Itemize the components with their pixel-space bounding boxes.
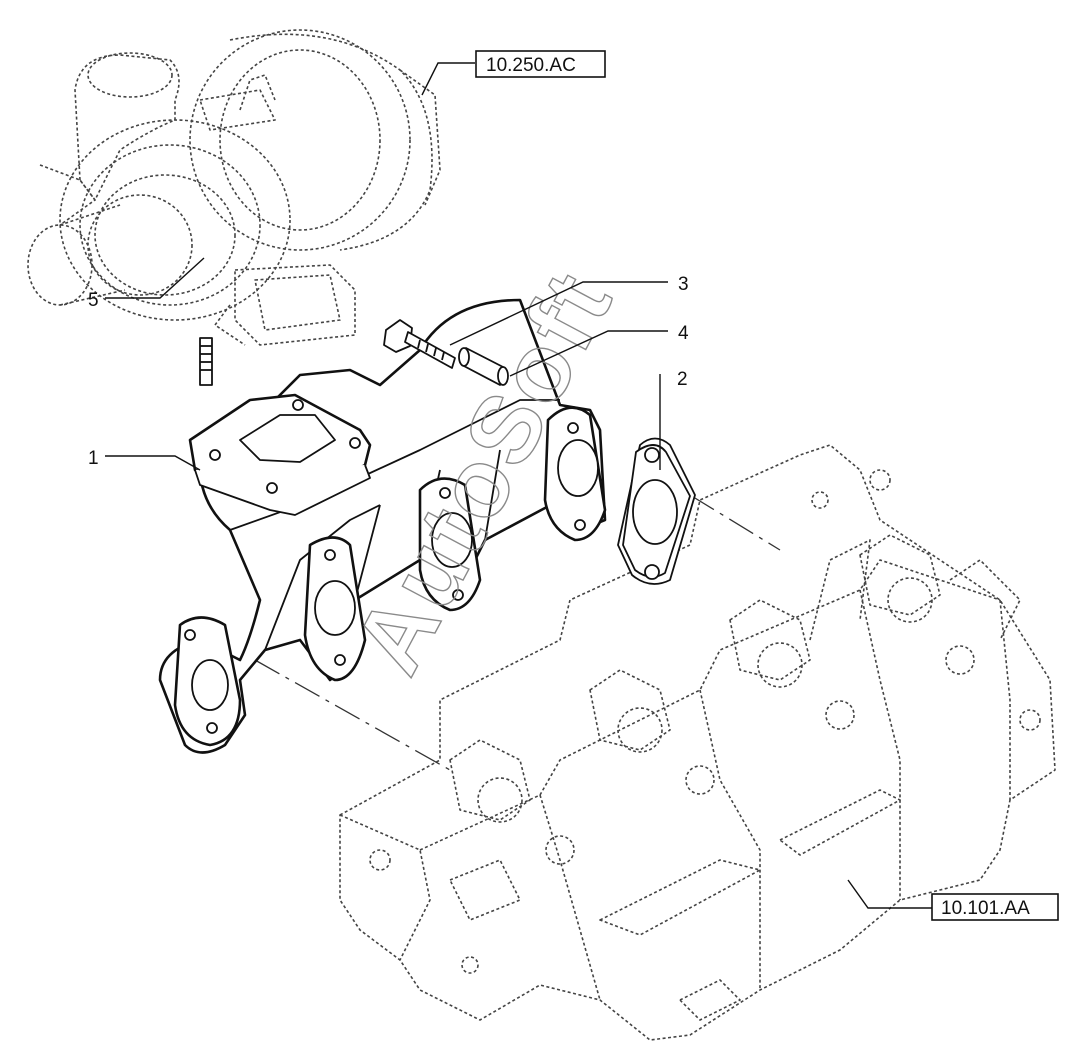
callout-4: 4 <box>678 323 689 344</box>
turbocharger-phantom <box>27 29 441 346</box>
reference-10-101-aa[interactable]: 10.101.AA <box>931 893 1059 921</box>
exhaust-manifold <box>158 298 607 754</box>
callout-2: 2 <box>677 369 688 390</box>
manifold-gasket <box>617 437 696 585</box>
callout-1: 1 <box>88 448 99 469</box>
manifold-bolt <box>383 319 456 369</box>
alignment-centerlines <box>254 494 781 771</box>
callout-5: 5 <box>88 290 99 311</box>
reference-10-250-ac[interactable]: 10.250.AC <box>475 50 606 78</box>
leader-lines <box>105 62 932 909</box>
reference-label-cylinder-head: 10.101.AA <box>941 898 1030 919</box>
stud <box>199 337 213 386</box>
spacer-sleeve <box>458 347 509 386</box>
callout-3: 3 <box>678 274 689 295</box>
reference-label-turbocharger: 10.250.AC <box>486 55 576 76</box>
cylinder-head-phantom <box>339 444 1056 1041</box>
